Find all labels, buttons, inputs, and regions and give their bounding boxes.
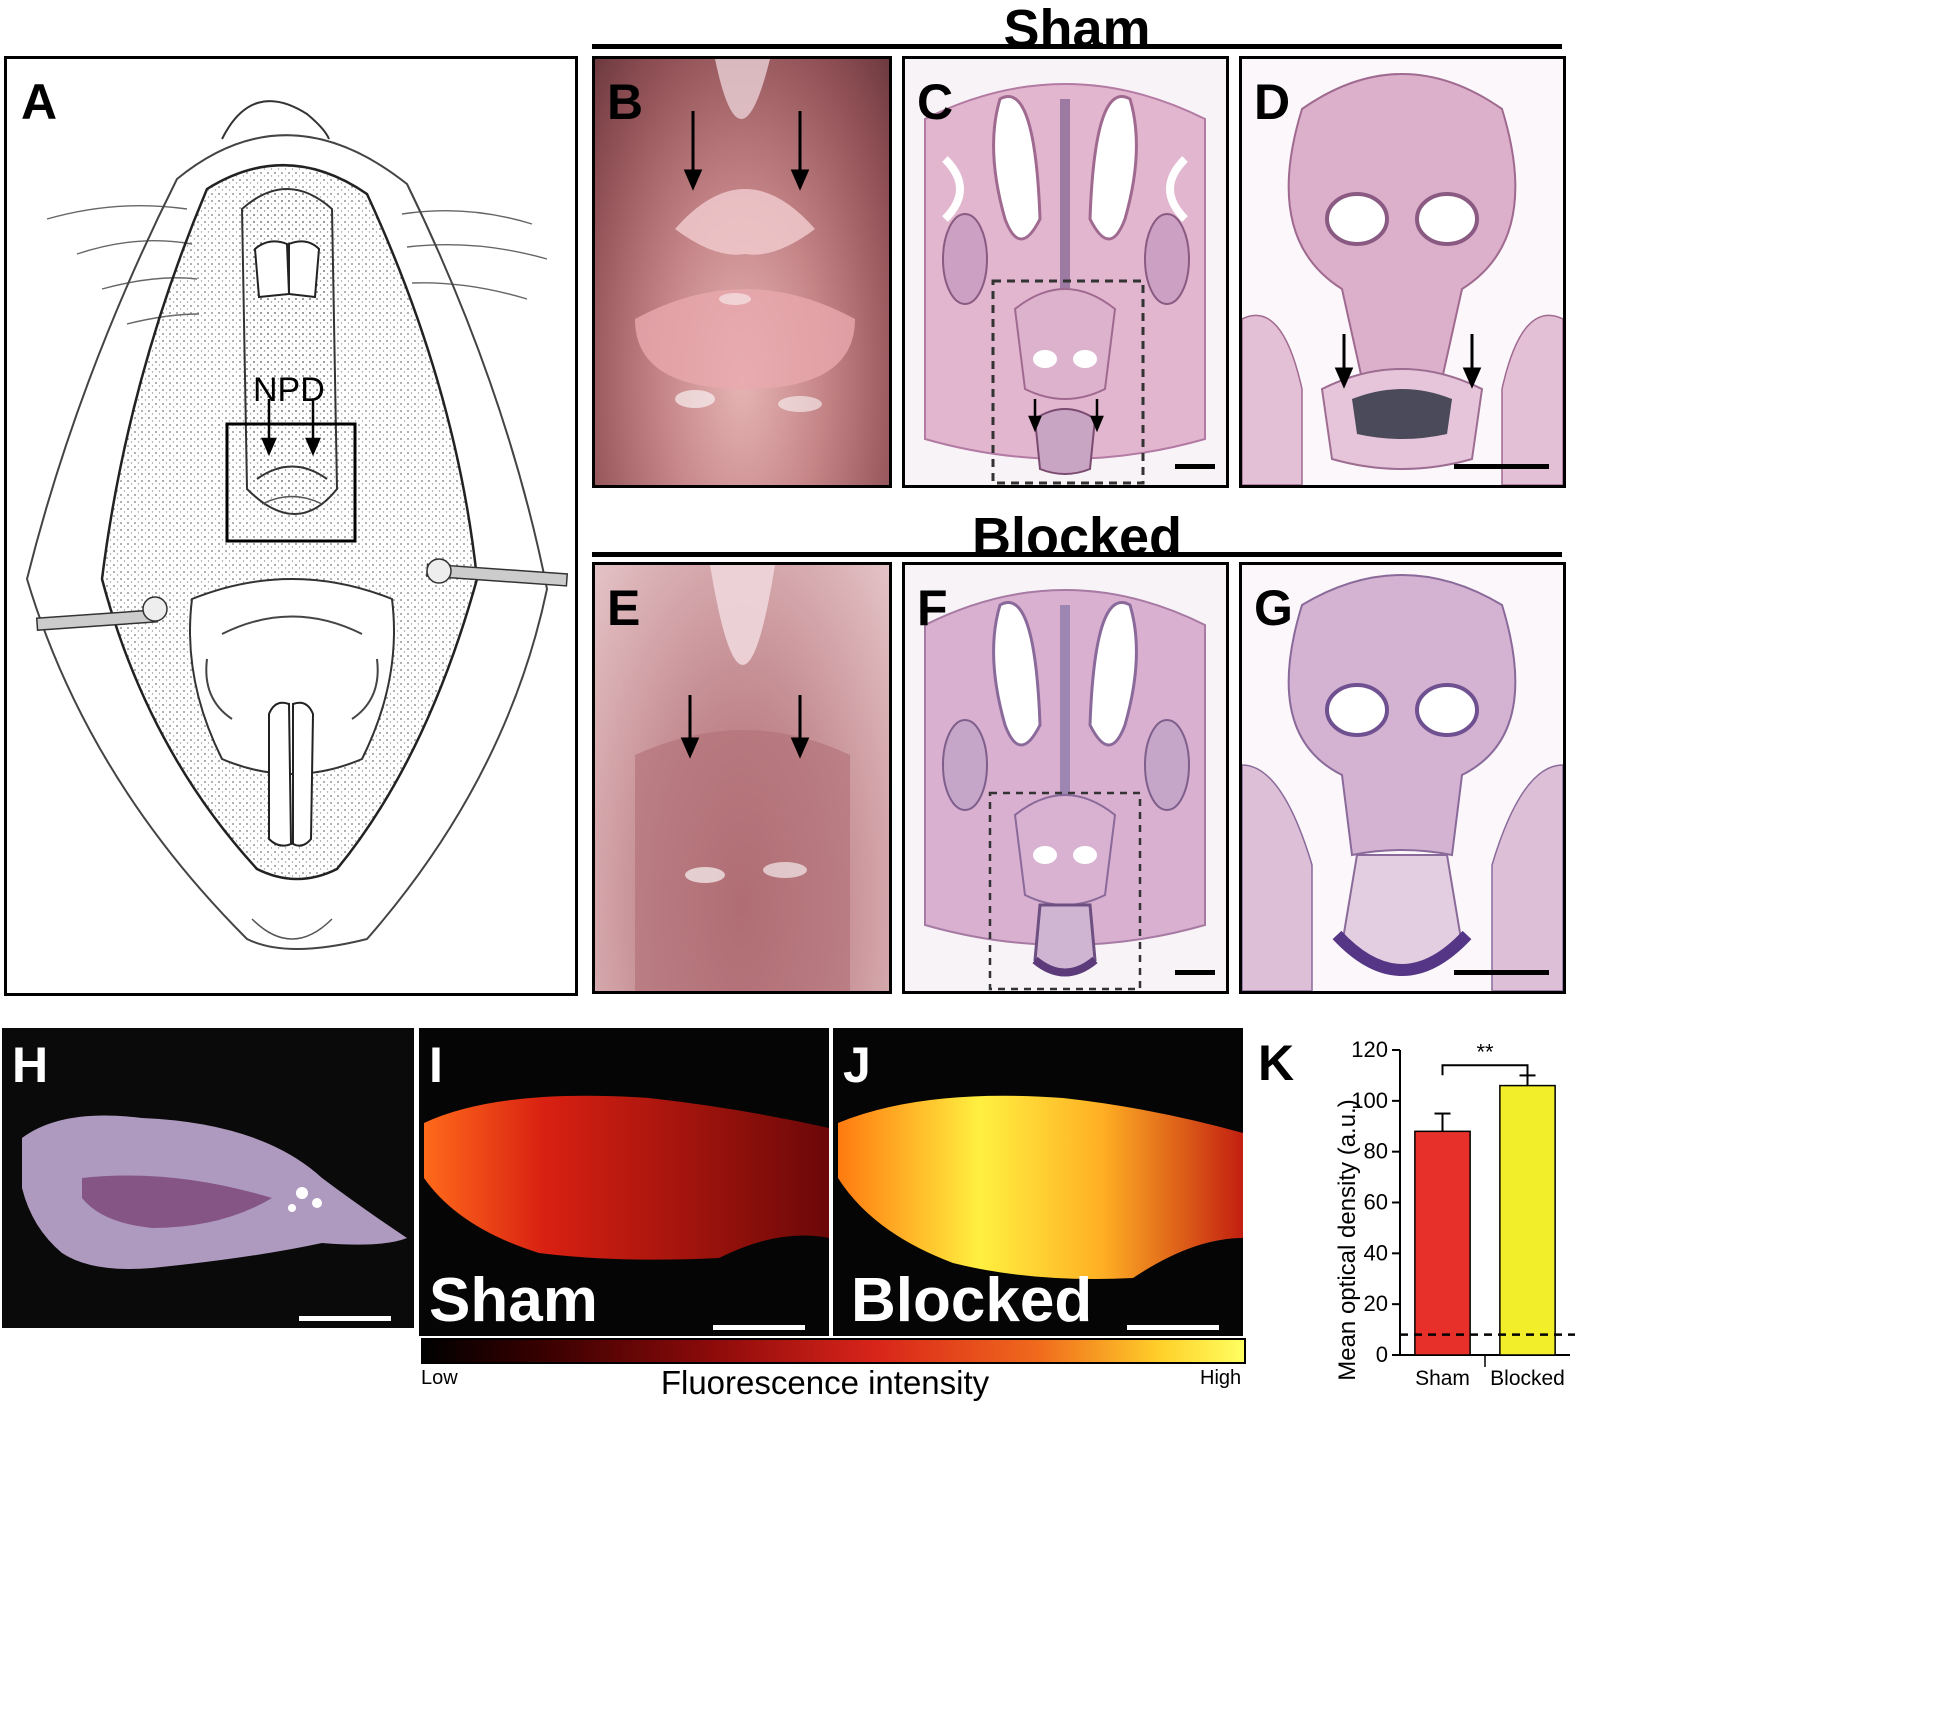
- oral-cavity-drawing: [25, 100, 569, 950]
- scale-bar-j: [1127, 1325, 1219, 1330]
- x-tick-label-sham: Sham: [1415, 1367, 1470, 1390]
- panel-label-f: F: [917, 580, 948, 636]
- panel-b: B: [592, 56, 892, 488]
- panel-j: J Blocked: [833, 1028, 1243, 1336]
- tissue-brightfield: [22, 1115, 407, 1321]
- npd-box: [225, 422, 357, 543]
- histology-zoom-blocked: [1242, 574, 1563, 991]
- bar-sham: [1414, 1130, 1471, 1356]
- panel-g: G: [1239, 562, 1566, 994]
- colorbar-high-label: High: [1200, 1367, 1242, 1389]
- panel-a: A NPD: [4, 56, 578, 996]
- panel-i: I Sham: [419, 1028, 829, 1336]
- panel-label-b: B: [607, 74, 644, 130]
- x-tick-label-blocked: Blocked: [1490, 1367, 1565, 1390]
- panel-label-d: D: [1254, 74, 1291, 130]
- panel-e: E: [592, 562, 892, 994]
- scale-bar-i: [713, 1325, 805, 1330]
- y-tick-label: 20: [1364, 1291, 1388, 1316]
- palate-photo-blocked: [635, 565, 850, 991]
- npd-arrows-blocked: [680, 695, 810, 759]
- fluorescence-colorbar: [421, 1338, 1246, 1364]
- panel-label-h: H: [12, 1037, 49, 1093]
- histology-section-sham: [924, 83, 1215, 485]
- scale-bar-g: [1454, 970, 1549, 975]
- histology-zoom-sham: [1242, 73, 1563, 485]
- histology-section-blocked: [924, 589, 1215, 991]
- y-tick-label: 60: [1364, 1190, 1388, 1215]
- palate-photo-sham: [635, 59, 855, 412]
- panel-label-k: K: [1258, 1035, 1295, 1091]
- panel-d: D: [1239, 56, 1566, 488]
- panel-label-j: J: [843, 1037, 871, 1093]
- panel-label-c: C: [917, 74, 954, 130]
- y-tick-label: 120: [1351, 1037, 1388, 1062]
- panel-label-i: I: [429, 1037, 443, 1093]
- y-tick-label: 80: [1364, 1139, 1388, 1164]
- sham-overlay-label: Sham: [429, 1266, 598, 1335]
- significance-stars: **: [1476, 1039, 1494, 1064]
- panel-h: H: [2, 1028, 414, 1328]
- bar-blocked: [1499, 1084, 1556, 1356]
- panel-c: C: [902, 56, 1229, 488]
- panel-label-a: A: [21, 74, 58, 130]
- scale-bar-c: [1175, 464, 1215, 469]
- blocked-overlay-label: Blocked: [851, 1266, 1093, 1335]
- panel-f: F: [902, 562, 1229, 994]
- fluorescence-blocked: [838, 1095, 1243, 1330]
- y-tick-label: 40: [1364, 1240, 1388, 1265]
- colorbar-title: Fluorescence intensity: [660, 1364, 990, 1401]
- scale-bar-d: [1454, 464, 1549, 469]
- significance-bracket: [1441, 1064, 1529, 1076]
- y-tick-label: 100: [1351, 1088, 1388, 1113]
- npd-arrows-sham: [683, 111, 810, 191]
- panel-label-g: G: [1254, 580, 1293, 636]
- panel-label-e: E: [607, 580, 641, 636]
- npd-label: NPD: [253, 371, 325, 409]
- fluorescence-sham: [424, 1095, 829, 1330]
- colorbar-low-label: Low: [421, 1367, 458, 1389]
- scale-bar-h: [299, 1316, 391, 1321]
- y-tick-label: 0: [1376, 1342, 1388, 1367]
- scale-bar-f: [1175, 970, 1215, 975]
- sham-divider: [592, 44, 1562, 49]
- blocked-divider: [592, 552, 1562, 557]
